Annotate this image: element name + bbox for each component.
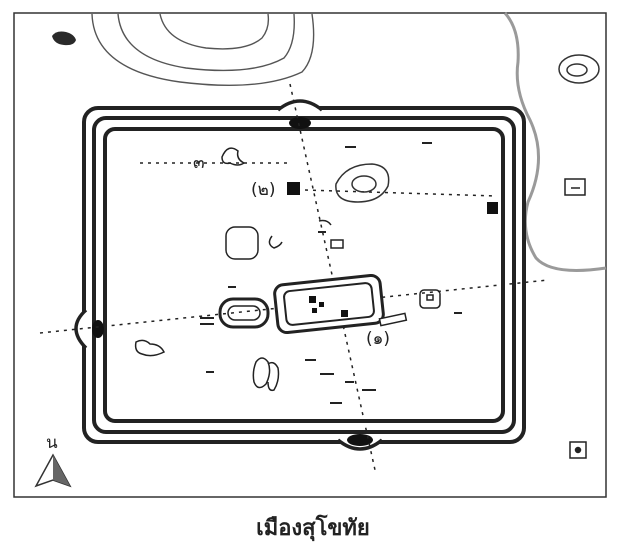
hill-contour-center	[335, 163, 390, 203]
marker-2-label: (๒)	[251, 180, 275, 200]
central-temple	[273, 273, 385, 335]
map-title: เมืองสุโขทัย	[256, 516, 370, 541]
city-gates	[92, 117, 498, 446]
east-gate	[487, 202, 498, 214]
terrain-contours	[91, 13, 315, 87]
south-gate	[347, 434, 373, 446]
north-gate	[289, 117, 311, 129]
north-arrow: น	[34, 433, 72, 488]
middle-wall	[92, 116, 516, 434]
north-label: น	[46, 433, 58, 453]
west-enclosure	[218, 297, 270, 329]
right-hill-contour	[558, 54, 600, 84]
minor-features	[134, 147, 441, 392]
city-walls	[82, 106, 526, 444]
marker-3-label: ๓	[193, 153, 205, 173]
west-gate	[92, 320, 104, 338]
river	[503, 12, 607, 272]
axis-lines	[39, 83, 549, 471]
dark-blob-marker	[52, 31, 76, 46]
outer-wall	[82, 106, 526, 444]
marker-2-square	[287, 182, 300, 195]
pond-square	[225, 226, 283, 260]
gate-bulges	[74, 99, 384, 451]
right-boxes	[564, 178, 587, 459]
map-figure: ๓ (๒) (๑) น	[13, 12, 607, 498]
inner-wall	[103, 127, 505, 423]
marker-1-label: (๑)	[366, 329, 390, 349]
small-dashes	[200, 142, 462, 404]
map-border	[13, 12, 607, 498]
